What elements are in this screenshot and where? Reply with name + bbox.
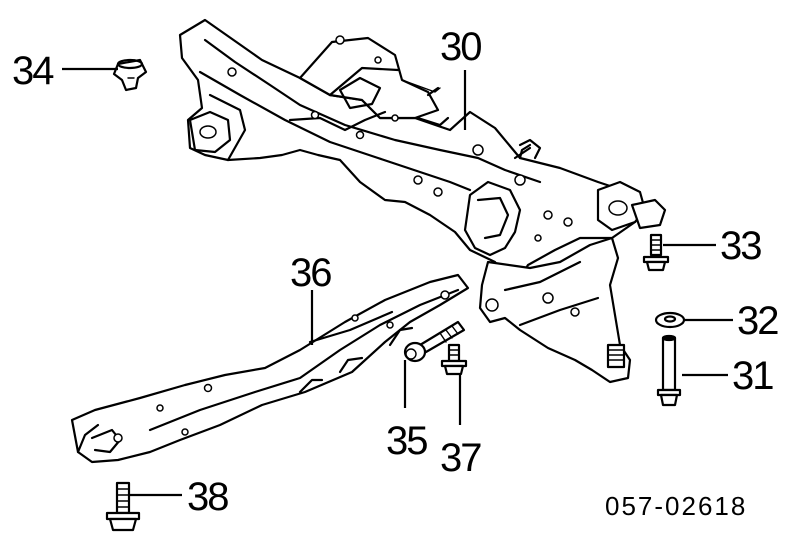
lower-brace-part-36 (70, 273, 470, 464)
callout-30: 30 (440, 25, 481, 69)
flange-bolt-part-38 (105, 481, 141, 532)
callout-37: 37 (440, 436, 481, 480)
callout-numbers: 30 31 32 33 34 35 36 37 38 (12, 25, 780, 519)
flange-bolt-part-37 (440, 343, 468, 376)
callout-34: 34 (12, 49, 54, 93)
callout-38: 38 (187, 475, 228, 519)
diagram-code: 057-02618 (605, 491, 747, 521)
flange-bolt-part-33 (642, 233, 670, 272)
leader-lines (62, 67, 733, 497)
callout-31: 31 (732, 354, 773, 398)
callout-33: 33 (720, 224, 761, 268)
callout-32: 32 (737, 299, 778, 343)
long-bolt-part-31 (656, 334, 682, 407)
callout-36: 36 (290, 251, 331, 295)
bushing-part-34 (112, 58, 148, 92)
collar-bolt-part-35 (403, 320, 466, 363)
front-crossmember-part-30 (178, 18, 667, 384)
callout-35: 35 (386, 419, 427, 463)
washer-part-32 (654, 311, 686, 329)
